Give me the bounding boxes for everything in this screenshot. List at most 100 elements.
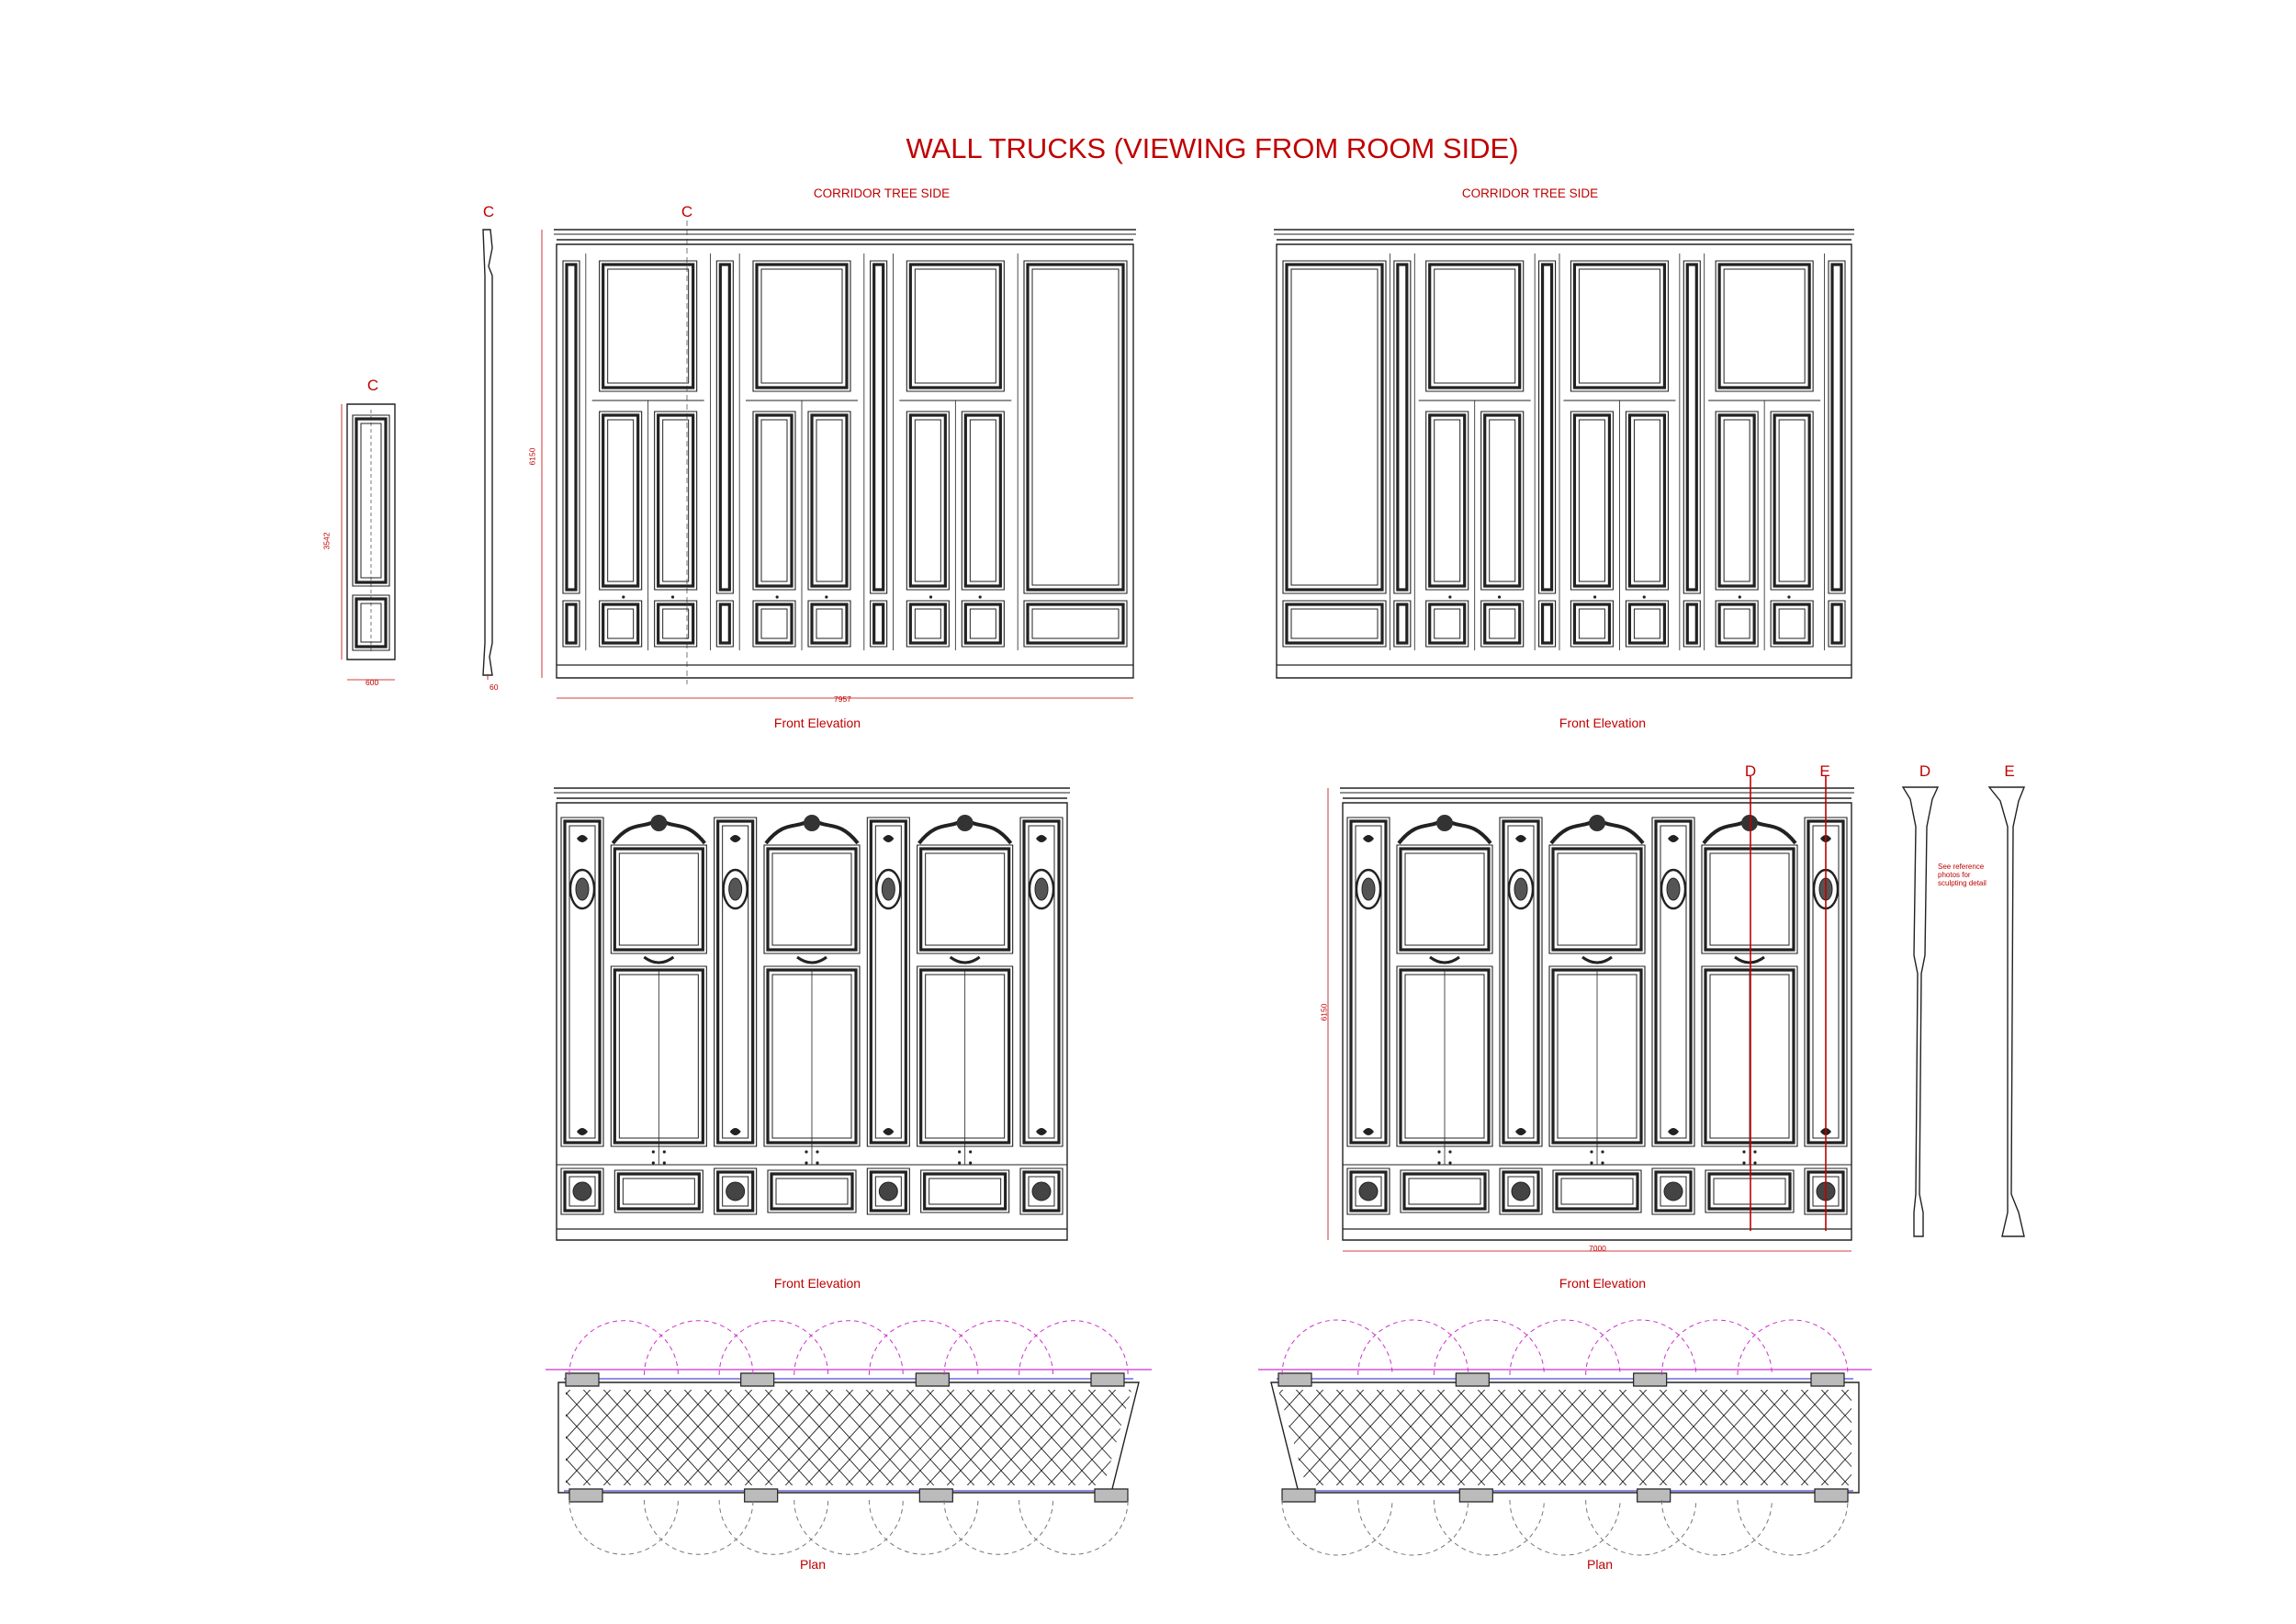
hatch-line [2037,1382,2138,1493]
base-panel-inner [1409,1179,1480,1204]
post-top [1456,1373,1489,1386]
dim-profile-depth: 60 [490,682,499,692]
door-base-right-inner [1634,609,1660,638]
dim-small-panel-width: 600 [366,678,379,687]
door-leaf-right-moulding [1629,415,1664,586]
hatch-line [981,1382,1082,1493]
medallion-bust [1362,878,1375,900]
sculpting-note: See reference photos for sculpting detai… [1938,863,1986,887]
narrow-base-moulding [720,604,729,643]
base-panel-moulding [771,1174,852,1209]
base-panel-outer [768,1170,856,1212]
door-base-right-outer [655,601,697,647]
fleur-top [577,835,588,842]
hatch-line [536,1382,637,1493]
mirror-frame-inner [1558,853,1637,945]
hatch-line [2037,1382,2138,1493]
pilaster-base-outer [1020,1168,1063,1214]
small-panel-outline [347,404,395,660]
top-square-panel-outer [1426,261,1524,391]
hatch-line [759,1382,860,1493]
narrow-base-moulding [874,604,884,643]
hatch-line [1491,1382,1593,1493]
mirror-frame-outer [764,845,860,953]
mirror-frame-inner [619,853,698,945]
hatch-line [1875,1382,1976,1493]
hatch-line [920,1382,1021,1493]
medallion-frame [1509,870,1533,908]
mirror-bottom-ornament [1430,957,1459,963]
hatch-line [1896,1382,1997,1493]
door-leaf-right-inner [970,420,996,581]
door-base-left-inner [1724,609,1750,638]
hatch-line [940,1382,1041,1493]
medallion-frame [570,870,594,908]
hatch-line [597,1382,698,1493]
narrow-pilaster-outer [716,261,733,593]
door-base-left-moulding [910,604,945,643]
hatch-line [1734,1382,1835,1493]
door-leaf-left-inner [1724,420,1750,581]
door-base-right-outer [1771,601,1813,647]
door-base-right-inner [1779,609,1805,638]
door-base-left-moulding [1430,604,1465,643]
hatch-line [1754,1382,1855,1493]
post-top [566,1373,599,1386]
medallion-bust [1667,878,1680,900]
hatch-line [678,1382,779,1493]
top-square-panel-inner [915,269,996,383]
swing-arc-top [794,1321,904,1375]
hatch-line [1122,1382,1223,1493]
dim-wall4-width: 7000 [1589,1244,1606,1253]
section-marker-c-wall: C [681,203,693,220]
door-leaf-left-inner [761,420,787,581]
small-panel-detail [342,404,395,680]
swing-arc-top [1019,1321,1129,1375]
mirror-frame-inner [1710,853,1789,945]
caption-front-elevation-1: Front Elevation [773,716,861,730]
door-leaf-left-inner [1579,420,1604,581]
wide-base-inner [1291,609,1378,638]
door-leaf-right-outer [1771,412,1813,590]
caption-front-elevation-4: Front Elevation [1559,1276,1647,1291]
mirror-frame-outer [1397,845,1492,953]
pilaster-base-inner [723,1177,748,1206]
narrow-base-outer [1683,601,1700,647]
door-base-right-moulding [658,604,693,643]
hatch-line [1633,1382,1734,1493]
pilaster-base-inner [875,1177,901,1206]
narrow-pilaster-moulding [567,265,576,590]
medallion-frame [1030,870,1053,908]
pilaster-base-outer [561,1168,603,1214]
caption-plan-2: Plan [1586,1557,1614,1572]
top-square-panel-inner [1724,269,1805,383]
hatch-line [1142,1382,1244,1493]
pilaster-base-outer [867,1168,909,1214]
door-base-left-moulding [757,604,792,643]
top-square-panel-moulding [1574,265,1664,388]
pilaster-base-moulding [1024,1172,1059,1211]
hatch-line [1916,1382,2017,1493]
hatch-line [1370,1382,1471,1493]
hatch-line [557,1382,658,1493]
rosette [1664,1182,1683,1201]
post-top [1278,1373,1311,1386]
hatch-line [1021,1382,1122,1493]
knob [651,1150,655,1154]
hatch-line [2017,1382,2118,1493]
medallion-frame [1356,870,1380,908]
hatch-line [1997,1382,2098,1493]
section-marker-c-profile: C [482,203,495,220]
pilaster-base-inner [1029,1177,1054,1206]
door-leaf-left-inner [915,420,940,581]
hatch-line [1795,1382,1896,1493]
hatch-line [961,1382,1062,1493]
pilaster-panel-outer [561,818,603,1146]
plan-right [1087,1320,2138,1555]
pilaster-panel-moulding [1351,821,1386,1143]
subtitle-left: CORRIDOR TREE SIDE [813,186,951,200]
hatch-line [1855,1382,1956,1493]
post-bottom [1459,1489,1492,1502]
base-panel-moulding [1709,1174,1790,1209]
hatch-line [1249,1382,1350,1493]
